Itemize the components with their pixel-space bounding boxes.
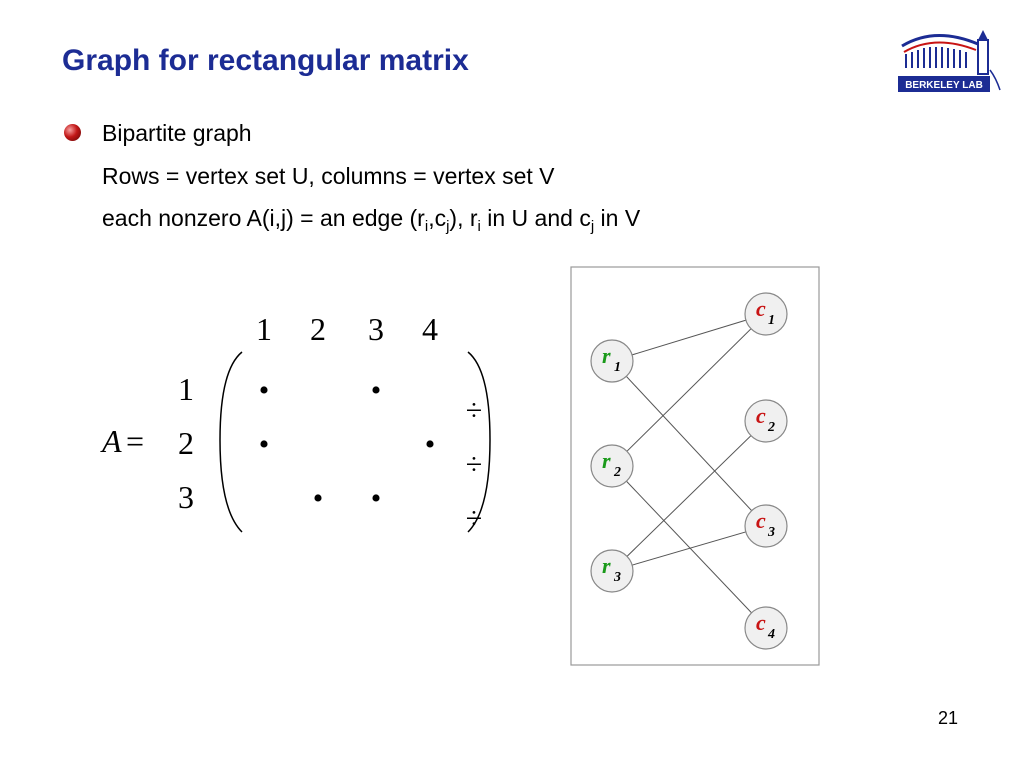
equals-sign: = bbox=[126, 423, 144, 459]
row-label: 3 bbox=[178, 479, 194, 515]
slide-title: Graph for rectangular matrix bbox=[62, 44, 469, 77]
berkeley-lab-logo: BERKELEY LAB bbox=[898, 30, 1001, 92]
graph-edge bbox=[611, 313, 767, 467]
matrix-entry: • bbox=[313, 482, 324, 515]
column-node-index: 1 bbox=[768, 313, 775, 328]
matrix-entry: • bbox=[259, 374, 270, 407]
column-label: 2 bbox=[310, 311, 326, 347]
column-node-circle bbox=[744, 292, 788, 336]
column-node-letter: c bbox=[756, 610, 766, 635]
column-node-circle bbox=[744, 606, 788, 650]
row-node-letter: r bbox=[602, 343, 611, 368]
subscript: j bbox=[446, 218, 450, 235]
row-node-circle bbox=[590, 549, 634, 593]
row-label: 2 bbox=[178, 425, 194, 461]
column-node-index: 2 bbox=[767, 420, 775, 435]
line3-part: ), r bbox=[449, 205, 478, 231]
row-node-index: 2 bbox=[613, 465, 621, 480]
column-node-index: 4 bbox=[767, 627, 775, 642]
line3-part: in U and c bbox=[480, 205, 591, 231]
nonzero-edge-text: each nonzero A(i,j) = an edge (ri,cj), r… bbox=[102, 205, 641, 235]
column-label: 4 bbox=[422, 311, 438, 347]
matrix-entry: • bbox=[371, 482, 382, 515]
bullet-text: Bipartite graph bbox=[102, 120, 252, 146]
logo-text: BERKELEY LAB bbox=[905, 80, 983, 91]
subscript: i bbox=[477, 218, 481, 235]
row-node-index: 3 bbox=[613, 570, 621, 585]
column-label: 3 bbox=[368, 311, 384, 347]
column-label: 1 bbox=[256, 311, 272, 347]
line3-part: in V bbox=[594, 205, 641, 231]
subscript: i bbox=[424, 218, 429, 235]
column-node-letter: c bbox=[756, 296, 766, 321]
line3-part: ,c bbox=[428, 205, 447, 231]
column-node-letter: c bbox=[756, 403, 766, 428]
graph-edge bbox=[611, 525, 767, 572]
column-node-index: 3 bbox=[767, 525, 775, 540]
column-node-circle bbox=[744, 399, 788, 443]
graph-edge bbox=[611, 360, 767, 527]
graph-edge bbox=[611, 465, 767, 629]
matrix-entry: • bbox=[425, 428, 436, 461]
page-number: 21 bbox=[938, 708, 959, 728]
bullet-icon bbox=[64, 124, 81, 141]
left-parenthesis bbox=[219, 351, 243, 533]
line3-part: each nonzero A(i,j) = an edge (r bbox=[102, 205, 425, 231]
graph-edge bbox=[611, 313, 767, 362]
matrix-name: A bbox=[100, 423, 122, 459]
row-node-letter: r bbox=[602, 448, 611, 473]
ellipsis-mark: ÷ bbox=[466, 448, 482, 481]
matrix-entry: • bbox=[371, 374, 382, 407]
row-node-index: 1 bbox=[614, 360, 621, 375]
row-node-circle bbox=[590, 339, 634, 383]
sparse-matrix-figure: A= 1 2 3 4 1 2 3 • • • • • • ÷ ÷ ÷ bbox=[100, 311, 491, 535]
row-node-letter: r bbox=[602, 553, 611, 578]
row-label: 1 bbox=[178, 371, 194, 407]
ellipsis-mark: ÷ bbox=[466, 394, 482, 427]
column-node-circle bbox=[744, 504, 788, 548]
graph-edge bbox=[611, 420, 767, 572]
row-node-circle bbox=[590, 444, 634, 488]
right-parenthesis bbox=[467, 351, 491, 533]
column-node-letter: c bbox=[756, 508, 766, 533]
ellipsis-mark: ÷ bbox=[466, 502, 482, 535]
subscript: j bbox=[590, 218, 595, 235]
matrix-entry: • bbox=[259, 428, 270, 461]
rows-columns-text: Rows = vertex set U, columns = vertex se… bbox=[102, 163, 555, 189]
